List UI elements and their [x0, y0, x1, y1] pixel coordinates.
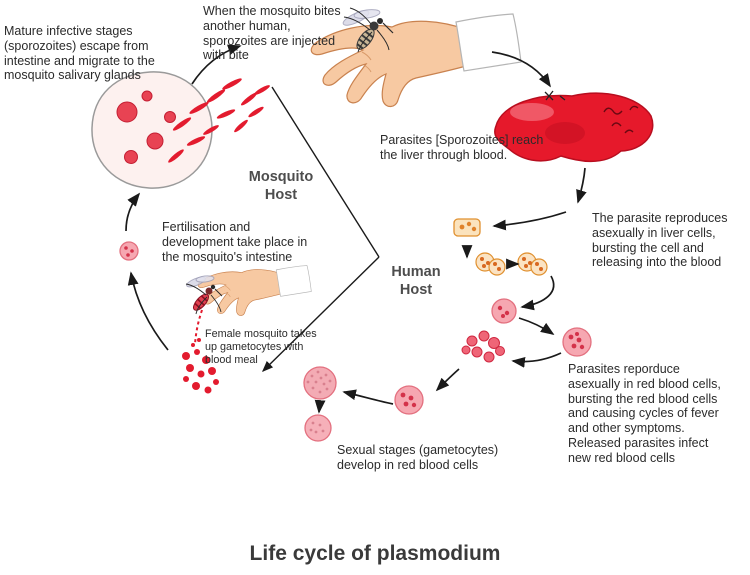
salivary-gland: [91, 71, 270, 189]
cycle-arrows: [125, 44, 587, 414]
gametocyte-cell: [304, 414, 332, 442]
label-fertilisation: Fertilisation and development take place…: [162, 220, 308, 264]
liver: [494, 90, 654, 163]
red-blood-cell-2: [562, 327, 592, 357]
label-sexual-stages: Sexual stages (gametocytes) develop in r…: [337, 443, 499, 472]
label-female-mosquito: Female mosquito takes up gametocytes wit…: [205, 328, 317, 367]
red-blood-cell-3: [394, 385, 424, 415]
fertilised-cell: [119, 241, 139, 261]
label-mosquito-host: Mosquito Host: [248, 169, 314, 204]
dividing-liver-cells-2: [517, 252, 548, 276]
label-mature-stages: Mature infective stages (sporozoites) es…: [4, 24, 155, 83]
label-parasites-rbc: Parasites reporduce asexually in red blo…: [568, 362, 721, 465]
liver-cell: [453, 218, 481, 237]
schizont-cell: [303, 366, 337, 400]
gametocytes-cluster: [182, 309, 219, 394]
human-hand-middle: [197, 265, 312, 316]
mosquito-icon-middle: [185, 275, 223, 315]
label-human-host: Human Host: [391, 264, 441, 299]
label-parasites-reach-liver: Parasites [Sporozoites] reach the liver …: [380, 133, 544, 162]
sporozoite-streaks: [168, 78, 270, 163]
dividing-liver-cells-1: [475, 252, 506, 276]
released-merozoites: [461, 330, 505, 363]
label-mosquito-bites: When the mosquito bites another human, s…: [203, 4, 341, 63]
label-parasite-reproduces-liver: The parasite reproduces asexually in liv…: [592, 211, 728, 270]
red-blood-cell-1: [491, 298, 517, 324]
mosquito-icon-top: [342, 7, 394, 53]
host-boundary-line: [262, 86, 380, 372]
diagram-title: Life cycle of plasmodium: [249, 542, 501, 565]
